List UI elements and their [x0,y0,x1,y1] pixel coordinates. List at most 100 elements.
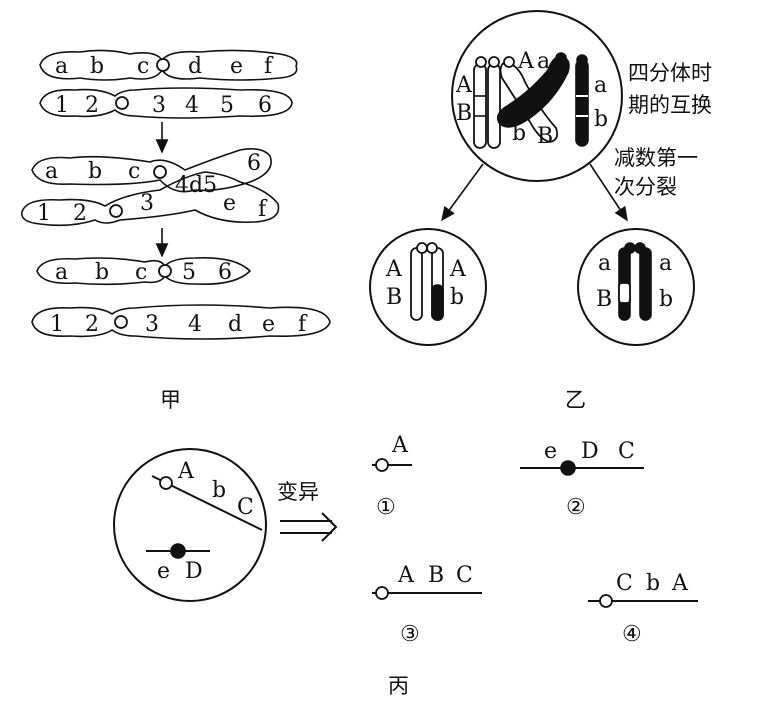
gene-label: a [594,73,607,98]
centromere [156,58,170,72]
gene-label: c [128,159,140,184]
chromatid-black [575,59,589,147]
jia-step1: a b c d e f 1 2 3 4 5 6 [39,49,298,119]
gene-label: a [55,54,68,79]
arrow-division-right [589,163,628,222]
gene-label: A [449,257,467,282]
gene-label: D [185,559,203,584]
cell-bing [113,448,267,602]
chromosome-1234def [31,304,331,340]
chromatid-recombinant-lower [618,282,631,304]
gene-label: 1 [37,201,51,226]
gene-label: 1 [50,312,64,337]
gene-label: 4 [188,312,202,337]
gene-label: b [212,478,226,503]
gene-label: d [228,312,242,337]
centromere [158,264,172,278]
cell-daughter-right [577,228,695,346]
gene-label: b [90,54,104,79]
option-number: ① [376,495,396,520]
gene-label: f [264,54,274,79]
gene-label: B [456,101,472,126]
gene-label: 5 [220,93,234,118]
chromatid-white [487,63,501,149]
gene-label: b [659,287,673,312]
jia-step2: a b c 6 1 2 3 e f 4d5 [21,148,280,227]
cell-tetrad [451,10,623,182]
gene-label: e [223,191,236,216]
gene-label: A [177,459,195,484]
gene-label: B [596,287,612,312]
centromere [115,96,129,110]
centromere-open [159,476,173,490]
centromere-open [599,594,613,608]
centromere [426,242,438,254]
option-number: ③ [400,622,420,647]
gene-label: C [616,571,633,596]
note-division: 次分裂 [614,175,677,199]
chromatid-white [410,247,423,321]
gene-label: D [581,439,599,464]
gene-label: f [258,197,268,222]
gene-label: 6 [258,93,272,118]
gene-label: C [237,495,254,520]
gene-label: A [385,257,403,282]
centromere [488,56,500,68]
centromere [109,204,123,218]
gene-label: e [544,439,557,464]
centromere [114,315,128,329]
centromere-filled [560,460,576,476]
cell-daughter-left [369,228,487,346]
gene-label: 3 [152,93,166,118]
centromere [153,165,167,179]
centromere-open [375,458,389,472]
chromosome-abc56 [36,256,252,286]
centromere [475,56,487,68]
centromere [555,52,567,64]
double-arrow [280,512,338,542]
gene-label: c [137,54,149,79]
gene-label: c [135,260,147,285]
centromere [634,242,646,254]
gene-label: b [646,571,660,596]
option-number: ② [566,495,586,520]
gene-label: a [55,260,68,285]
chromatid-black [639,247,652,321]
centromere [503,56,515,68]
gene-label: a [659,251,672,276]
gene-label: B [428,563,444,588]
gene-label: e [157,559,170,584]
centromere [576,54,588,66]
gene-label: B [537,124,553,149]
note-crossover: 四分体时 [628,61,712,85]
chromosome-top-crossing [31,148,272,193]
gene-label: a [45,159,58,184]
gene-label: 4 [185,93,199,118]
option-number: ④ [622,622,642,647]
gene-label: 3 [140,191,154,216]
gene-label: 5 [182,260,196,285]
gene-label: a [598,251,611,276]
gene-label: f [298,312,308,337]
gene-label: 6 [247,151,261,176]
gene-label: A [391,433,409,458]
arrow-division-left [441,163,484,222]
centromere-filled [170,543,186,559]
gene-label: b [450,285,464,310]
chromosome-123456 [39,87,293,119]
gene-label: A [397,563,415,588]
gene-label: C [618,439,635,464]
chromatid-recombinant-lower [431,284,444,321]
note-crossover: 期的互换 [628,93,712,117]
jia-step3: a b c 5 6 1 2 3 4 d e f [31,256,331,340]
caption-bing: 丙 [388,674,409,698]
panel-jia: a b c d e f 1 2 3 4 5 6 a b c 6 1 [21,49,331,412]
gene-label: 3 [145,312,159,337]
gene-label-crossed: 4d5 [175,173,217,198]
gene-label: e [262,312,275,337]
panel-bing: A b C e D 变异 A ① e D C ② A B C ③ C b A [113,433,698,698]
centromere-open [375,586,389,600]
chromosome-abcdef [39,49,298,81]
chromosome-bottom-crossing [21,171,280,227]
